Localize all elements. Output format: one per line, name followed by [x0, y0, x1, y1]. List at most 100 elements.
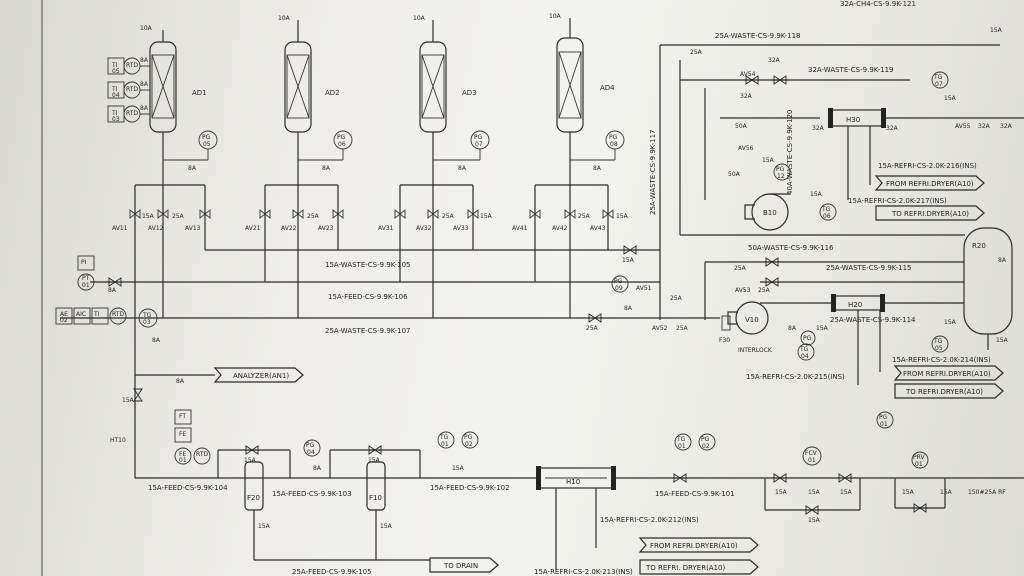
line-label-feed104: 15A-FEED-CS-9.9K-104	[148, 484, 228, 492]
svg-text:15A: 15A	[452, 465, 465, 472]
label-ad3: AD3	[462, 89, 477, 97]
arrow-from-refri-dryer-bottom[interactable]: FROM REFRI.DRYER(A10)	[638, 537, 759, 553]
svg-text:03: 03	[143, 319, 151, 326]
ti-04-tag: TI	[111, 86, 118, 93]
vessel-ad3: AD3	[419, 20, 477, 185]
svg-text:FE: FE	[179, 431, 186, 438]
valve-av43[interactable]: AV43	[590, 225, 606, 232]
valve-av23[interactable]: AV23	[318, 225, 334, 232]
valve-av53[interactable]: AV53	[735, 287, 751, 294]
instrument-stack-left: TI 05 RTD TI 04 RTD TI 03 RTD 8A 8A 8A	[107, 57, 150, 123]
valve-av55[interactable]: AV55	[955, 123, 971, 130]
svg-text:01: 01	[880, 421, 888, 428]
arrow-from-refri-dryer-top[interactable]: FROM REFRI.DRYER(A10)	[874, 175, 985, 191]
svg-text:15A: 15A	[810, 191, 823, 198]
line-label-waste117: 25A-WASTE-CS-9.9K-117	[649, 129, 657, 215]
svg-text:TG: TG	[821, 206, 831, 213]
line-label-feed102: 15A-FEED-CS-9.9K-102	[430, 484, 510, 492]
size-32a-av55b: 32A	[1000, 123, 1013, 130]
pg-06: PG 06 8A	[298, 130, 353, 172]
line-label-waste114: 25A-WASTE-CS-9.9K-114	[830, 316, 916, 324]
valve-av51[interactable]: AV51	[636, 285, 652, 292]
ti-05-tag: TI	[111, 62, 118, 69]
pg-12: PG 12 15A	[773, 163, 823, 198]
label-ad1: AD1	[192, 89, 207, 97]
line-label-refri214: 15A-REFRI-CS-2.0K-214(INS)	[892, 356, 991, 364]
svg-text:H30: H30	[846, 116, 860, 124]
line-label-feed103: 15A-FEED-CS-9.9K-103	[272, 490, 352, 498]
svg-text:AIC: AIC	[76, 311, 86, 318]
size-32a-av55a: 32A	[978, 123, 991, 130]
arrow-to-refri-dryer-mid[interactable]: TO REFRI.DRYER(A10)	[894, 383, 1004, 399]
svg-text:B10: B10	[763, 209, 777, 217]
size-8a-stack2: 8A	[140, 81, 149, 88]
size-8a-v10: 8A	[788, 325, 797, 332]
label-ad2: AD2	[325, 89, 340, 97]
svg-text:07: 07	[475, 141, 483, 148]
line-label-feed105: 25A-FEED-CS-9.9K-105	[292, 568, 372, 576]
size-8a-analyzer: 8A	[176, 378, 185, 385]
flow-instruments: FT FE FE 01 RTD	[174, 409, 211, 465]
valve-av21[interactable]: AV21	[245, 225, 261, 232]
line-label-refri215: 15A-REFRI-CS-2.0K-215(INS)	[746, 373, 845, 381]
svg-text:05: 05	[203, 141, 211, 148]
tg-05: TG 05 15A	[931, 319, 957, 353]
svg-text:FROM REFRI.DRYER(A10): FROM REFRI.DRYER(A10)	[886, 180, 974, 188]
svg-text:01: 01	[179, 457, 187, 464]
valve-av32[interactable]: AV32	[416, 225, 432, 232]
arrow-to-drain[interactable]: TO DRAIN	[429, 557, 499, 573]
svg-text:RTD: RTD	[112, 311, 124, 318]
rtd-05-tag: RTD	[126, 62, 138, 69]
size-15a-av43: 15A	[616, 213, 629, 220]
valve-av31[interactable]: AV31	[378, 225, 394, 232]
size-15a-topright: 15A	[990, 27, 1003, 34]
svg-text:32A: 32A	[886, 125, 899, 132]
svg-text:TG: TG	[933, 338, 943, 345]
valve-av52[interactable]: AV52	[652, 325, 668, 332]
svg-text:PG: PG	[701, 436, 710, 443]
svg-text:02: 02	[465, 441, 473, 448]
svg-text:H20: H20	[848, 301, 862, 309]
arrow-analyzer[interactable]: ANALYZER(AN1)	[213, 367, 304, 383]
svg-text:TO REFRI.DRYER(A10): TO REFRI.DRYER(A10)	[905, 388, 983, 396]
filter-f10: F10 15A 15A	[329, 449, 421, 560]
pump-b10: B10	[744, 193, 790, 231]
valve-av22[interactable]: AV22	[281, 225, 297, 232]
valve-av11[interactable]: AV11	[112, 225, 128, 232]
tg-pg-feed-101: TG 01 PG 02	[674, 433, 716, 451]
valve-av54[interactable]: AV54	[740, 71, 756, 78]
valve-av12[interactable]: AV12	[148, 225, 164, 232]
ti-03-tag: TI	[111, 110, 118, 117]
valve-av56[interactable]: AV56	[738, 145, 754, 152]
size-8a-stack1: 8A	[140, 57, 149, 64]
size-25a-av42: 25A	[578, 213, 591, 220]
line-label-waste115: 25A-WASTE-CS-9.9K-115	[826, 264, 912, 272]
size-15a-av33: 15A	[480, 213, 493, 220]
valve-av42[interactable]: AV42	[552, 225, 568, 232]
valve-av41[interactable]: AV41	[512, 225, 528, 232]
svg-text:PG: PG	[803, 335, 812, 342]
svg-text:TG: TG	[799, 346, 809, 353]
svg-text:8A: 8A	[593, 165, 602, 172]
filter-f20: F20 15A 15A	[217, 449, 291, 560]
svg-text:F20: F20	[247, 494, 260, 502]
size-32a-av56-top: 32A	[740, 93, 753, 100]
vessel-ad2: AD2	[284, 20, 340, 185]
svg-text:15A: 15A	[940, 489, 953, 496]
valve-av13[interactable]: AV13	[185, 225, 201, 232]
size-25a-115: 25A	[734, 265, 747, 272]
svg-text:15A: 15A	[944, 95, 957, 102]
svg-text:8A: 8A	[458, 165, 467, 172]
arrow-to-refri-dryer-top[interactable]: TO REFRI.DRYER(A10)	[875, 205, 985, 221]
svg-text:8A: 8A	[624, 305, 633, 312]
arrow-from-refri-dryer-mid[interactable]: FROM REFRI.DRYER(A10)	[893, 365, 1004, 381]
svg-text:ANALYZER(AN1): ANALYZER(AN1)	[233, 372, 289, 380]
arrow-to-refri-dryer-bottom[interactable]: TO REFRI. DRYER(A10)	[639, 559, 759, 575]
svg-text:8A: 8A	[322, 165, 331, 172]
valve-av33[interactable]: AV33	[453, 225, 469, 232]
svg-text:INTERLOCK: INTERLOCK	[738, 347, 773, 354]
svg-text:PT: PT	[82, 275, 90, 282]
line-label-waste119: 32A-WASTE-CS-9.9K-119	[808, 66, 894, 74]
svg-text:15A: 15A	[996, 337, 1009, 344]
